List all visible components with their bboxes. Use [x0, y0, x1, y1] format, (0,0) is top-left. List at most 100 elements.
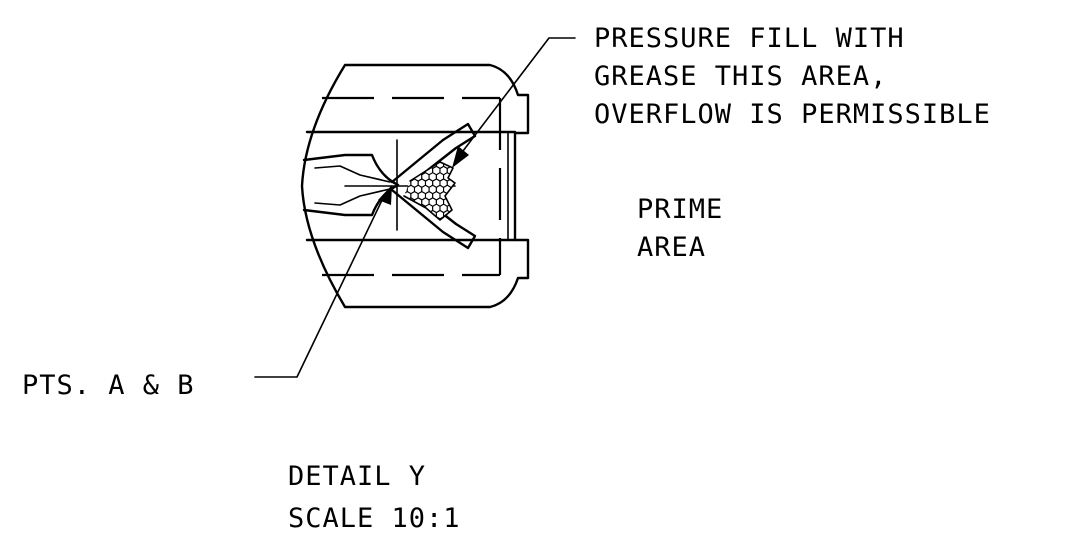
grease-cell	[462, 166, 469, 174]
leader-points	[254, 195, 385, 378]
grease-cell	[476, 217, 483, 225]
grease-cell	[451, 248, 458, 256]
grease-cell	[484, 229, 491, 237]
grease-cell	[473, 185, 480, 193]
grease-cell	[466, 211, 473, 219]
grease-cell	[484, 154, 491, 162]
grease-cell	[426, 229, 433, 237]
grease-cell	[410, 216, 419, 220]
grease-cell	[466, 185, 473, 193]
grease-cell	[418, 229, 425, 237]
grease-cell	[404, 162, 412, 163]
detail-title: DETAIL Y	[288, 461, 427, 492]
grease-cell	[487, 160, 494, 168]
grease-cell	[422, 223, 429, 231]
grease-cell	[407, 223, 414, 231]
grease-cell	[484, 192, 491, 200]
note-prime-area-line-1: PRIME	[637, 194, 724, 225]
grease-cell	[491, 242, 498, 250]
grease-cell	[404, 242, 411, 250]
grease-area-outline	[403, 161, 456, 221]
arrowhead-points	[378, 185, 392, 205]
grease-cell	[484, 242, 491, 250]
grease-cell	[476, 154, 483, 162]
grease-cell	[447, 242, 454, 250]
grease-cell	[484, 217, 491, 225]
grease-cell	[426, 242, 433, 250]
grease-cell	[450, 197, 455, 207]
grease-cell	[480, 185, 487, 193]
grease-cell	[433, 229, 440, 237]
grease-cell	[476, 192, 483, 200]
grease-cell	[396, 229, 403, 237]
grease-cell	[458, 185, 465, 193]
note-points-a-b: PTS. A & B	[22, 370, 195, 401]
contact-left-inner-bottom	[314, 188, 391, 206]
grease-cell	[462, 179, 469, 187]
grease-cell	[462, 217, 469, 225]
grease-cell	[473, 211, 480, 219]
grease-cell	[480, 223, 487, 231]
grease-cell	[476, 166, 483, 174]
grease-cell	[458, 248, 465, 256]
leader-pressure-fill	[462, 37, 576, 152]
grease-cell	[444, 248, 451, 256]
grease-cell	[473, 223, 480, 231]
grease-cell	[429, 248, 436, 256]
note-pressure-fill-line-1: PRESSURE FILL WITH	[594, 23, 905, 54]
detail-scale: SCALE 10:1	[288, 503, 461, 534]
grease-cell	[476, 229, 483, 237]
grease-cell	[487, 173, 494, 181]
grease-cell	[466, 198, 473, 206]
grease-cell	[458, 198, 465, 206]
contact-left-inner-top	[314, 165, 391, 183]
grease-cell	[469, 179, 476, 187]
grease-cell	[454, 165, 455, 176]
grease-cell	[444, 223, 451, 231]
grease-cell	[487, 185, 494, 193]
grease-cell	[454, 203, 455, 214]
note-pressure-fill-line-2: GREASE THIS AREA,	[594, 61, 888, 92]
grease-cell	[404, 229, 411, 237]
grease-cell	[458, 173, 465, 181]
grease-cell	[422, 248, 429, 256]
grease-cell	[404, 162, 408, 170]
grease-cell	[410, 165, 419, 176]
grease-cell	[495, 223, 502, 231]
grease-cell	[418, 242, 425, 250]
grease-cell	[400, 223, 407, 231]
grease-cell	[450, 209, 455, 220]
grease-cell	[484, 179, 491, 187]
grease-cell	[462, 192, 469, 200]
grease-cell	[473, 248, 480, 256]
grease-cell	[421, 162, 430, 170]
grease-cell	[484, 166, 491, 174]
grease-cell	[491, 217, 498, 225]
grease-cell	[406, 209, 416, 220]
spring-finger-lower	[390, 186, 477, 250]
grease-cell	[487, 211, 494, 219]
grease-cell	[473, 198, 480, 206]
note-prime-area-line-2: AREA	[637, 232, 707, 263]
grease-cell	[469, 166, 476, 174]
grease-cell	[487, 223, 494, 231]
grease-cell	[480, 160, 487, 168]
grease-cell	[454, 190, 455, 201]
grease-cell	[404, 216, 412, 220]
grease-cell	[469, 154, 476, 162]
grease-cell	[473, 160, 480, 168]
grease-cell	[466, 160, 473, 168]
grease-cell	[400, 248, 407, 256]
grease-cell	[476, 179, 483, 187]
grease-cell	[473, 173, 480, 181]
grease-cell	[469, 217, 476, 225]
grease-cell	[491, 166, 498, 174]
grease-cell	[491, 154, 498, 162]
grease-cell	[404, 209, 408, 220]
grease-cell	[491, 229, 498, 237]
grease-cell	[491, 192, 498, 200]
grease-cell	[480, 173, 487, 181]
grease-cell	[466, 248, 473, 256]
grease-cell	[480, 198, 487, 206]
